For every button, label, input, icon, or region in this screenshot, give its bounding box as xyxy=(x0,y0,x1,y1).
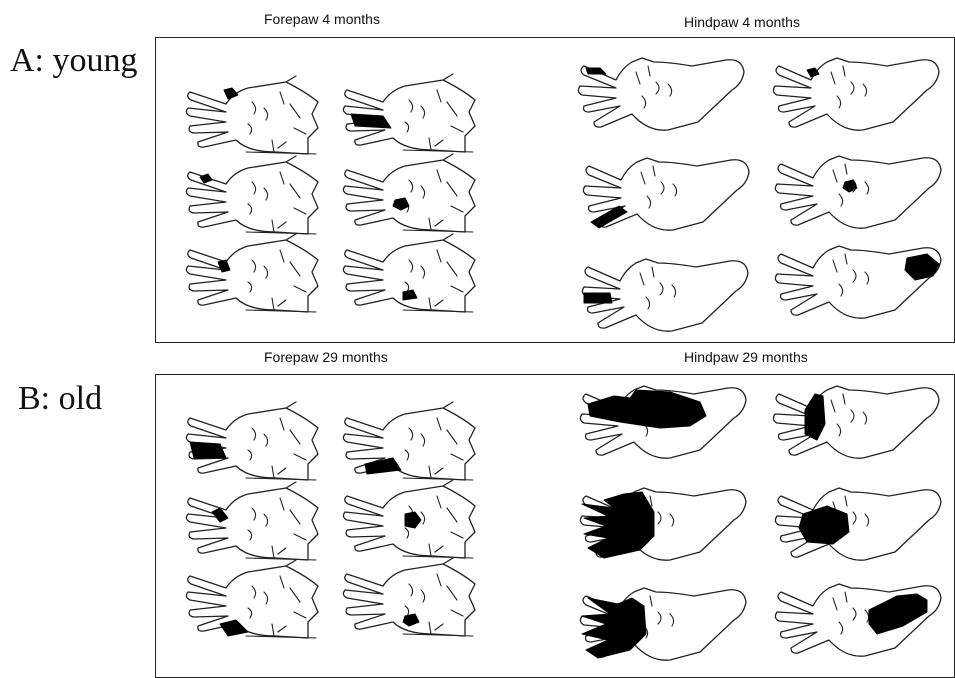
panel-a-hindpaw-5 xyxy=(582,259,748,331)
panel-b-forepaw-4 xyxy=(343,480,475,558)
panel-a-forepaw-2 xyxy=(343,74,475,152)
panel-b-hindpaw-1 xyxy=(580,386,746,458)
lesion-mark xyxy=(905,254,939,280)
panel-b-hindpaw-3 xyxy=(580,488,746,560)
lesion-mark xyxy=(403,290,417,300)
lesion-mark xyxy=(586,68,606,74)
panel-a-forepaw-3 xyxy=(186,156,318,234)
panel-a-forepaw-5 xyxy=(186,234,318,312)
panel-b-forepaw-1 xyxy=(186,402,318,480)
panel-a-hindpaw-3 xyxy=(583,158,749,230)
panel-b-hindpaw-2 xyxy=(773,386,939,458)
lesion-mark xyxy=(582,492,654,558)
lesion-mark xyxy=(805,394,825,440)
lesion-mark xyxy=(190,442,226,458)
lesion-mark xyxy=(869,594,927,634)
lesion-mark xyxy=(393,198,409,210)
lesion-mark xyxy=(405,512,421,528)
lesion-mark xyxy=(807,68,819,77)
panel-b-hindpaw-4 xyxy=(775,488,941,560)
lesion-mark xyxy=(365,458,401,474)
lesion-mark xyxy=(799,506,849,544)
lesion-mark xyxy=(224,88,238,99)
panel-a-hindpaw-2 xyxy=(773,58,939,130)
panel-b-forepaw-6 xyxy=(343,558,475,636)
lesion-mark xyxy=(588,390,706,428)
lesion-mark xyxy=(218,260,230,272)
panel-b-hindpaw-6 xyxy=(775,584,941,656)
panel-a-hindpaw-4 xyxy=(775,156,941,228)
panel-a-forepaw-4 xyxy=(343,154,475,232)
panel-b-forepaw-3 xyxy=(186,482,318,560)
panel-b-hindpaw-5 xyxy=(580,588,746,660)
panel-a-forepaw-1 xyxy=(186,76,318,154)
panel-a-hindpaw-1 xyxy=(578,58,744,130)
lesion-mark xyxy=(403,614,419,626)
panel-b-forepaw-2 xyxy=(343,402,475,480)
panel-b-forepaw-5 xyxy=(186,560,318,638)
lesion-mark xyxy=(351,114,391,128)
lesion-mark xyxy=(220,620,248,636)
panel-a-forepaw-6 xyxy=(343,234,475,312)
lesion-mark xyxy=(584,293,612,303)
panel-a-hindpaw-6 xyxy=(775,246,941,318)
